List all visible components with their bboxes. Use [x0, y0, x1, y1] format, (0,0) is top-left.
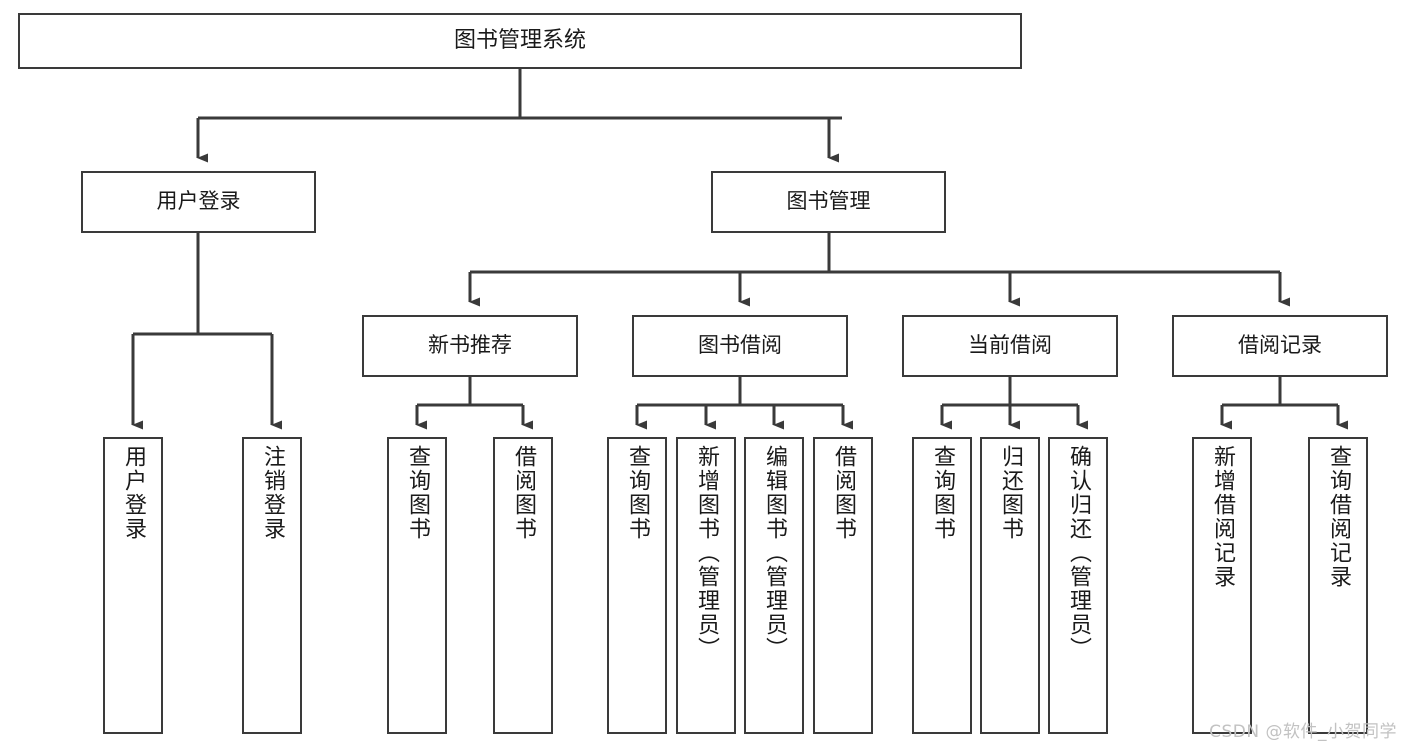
node-leaf-logout-label: 注销登录 — [260, 445, 285, 541]
node-root-label: 图书管理系统 — [453, 27, 586, 53]
node-root[interactable]: 图书管理系统 — [18, 13, 1022, 69]
node-leaf-user-login-label: 用户登录 — [121, 445, 146, 541]
node-leaf-query-book-2-label: 查询图书 — [625, 445, 650, 541]
node-leaf-borrow-book-1[interactable]: 借阅图书 — [493, 437, 553, 734]
node-leaf-return-book[interactable]: 归还图书 — [980, 437, 1040, 734]
node-leaf-query-book-1[interactable]: 查询图书 — [387, 437, 447, 734]
node-leaf-borrow-book-1-label: 借阅图书 — [511, 445, 536, 541]
node-leaf-confirm-return[interactable]: 确认归还（管理员） — [1048, 437, 1108, 734]
node-leaf-query-record[interactable]: 查询借阅记录 — [1308, 437, 1368, 734]
node-leaf-add-book[interactable]: 新增图书（管理员） — [676, 437, 736, 734]
node-leaf-borrow-book-2[interactable]: 借阅图书 — [813, 437, 873, 734]
node-leaf-edit-book-label: 编辑图书（管理员） — [762, 445, 787, 661]
node-leaf-add-book-label: 新增图书（管理员） — [694, 445, 719, 661]
node-new-book-rec[interactable]: 新书推荐 — [362, 315, 578, 377]
node-leaf-query-book-3-label: 查询图书 — [930, 445, 955, 541]
node-leaf-borrow-book-2-label: 借阅图书 — [831, 445, 856, 541]
node-leaf-query-book-3[interactable]: 查询图书 — [912, 437, 972, 734]
node-borrow-record[interactable]: 借阅记录 — [1172, 315, 1388, 377]
node-current-borrow[interactable]: 当前借阅 — [902, 315, 1118, 377]
csdn-watermark: CSDN @软件_小贺同学 — [1209, 722, 1397, 742]
node-user-login[interactable]: 用户登录 — [81, 171, 316, 233]
node-leaf-add-record-label: 新增借阅记录 — [1210, 445, 1235, 589]
node-borrow-record-label: 借阅记录 — [1238, 333, 1322, 358]
node-leaf-query-book-2[interactable]: 查询图书 — [607, 437, 667, 734]
node-book-borrow-label: 图书借阅 — [698, 333, 782, 358]
node-leaf-add-record[interactable]: 新增借阅记录 — [1192, 437, 1252, 734]
node-new-book-rec-label: 新书推荐 — [428, 333, 512, 358]
node-book-manage-label: 图书管理 — [786, 189, 871, 214]
node-leaf-confirm-return-label: 确认归还（管理员） — [1066, 445, 1091, 661]
node-book-manage[interactable]: 图书管理 — [711, 171, 946, 233]
node-leaf-query-record-label: 查询借阅记录 — [1326, 445, 1351, 589]
node-leaf-query-book-1-label: 查询图书 — [405, 445, 430, 541]
node-user-login-label: 用户登录 — [156, 189, 241, 214]
node-leaf-edit-book[interactable]: 编辑图书（管理员） — [744, 437, 804, 734]
node-book-borrow[interactable]: 图书借阅 — [632, 315, 848, 377]
node-leaf-return-book-label: 归还图书 — [998, 445, 1023, 541]
node-leaf-user-login[interactable]: 用户登录 — [103, 437, 163, 734]
node-leaf-logout[interactable]: 注销登录 — [242, 437, 302, 734]
node-current-borrow-label: 当前借阅 — [968, 333, 1052, 358]
